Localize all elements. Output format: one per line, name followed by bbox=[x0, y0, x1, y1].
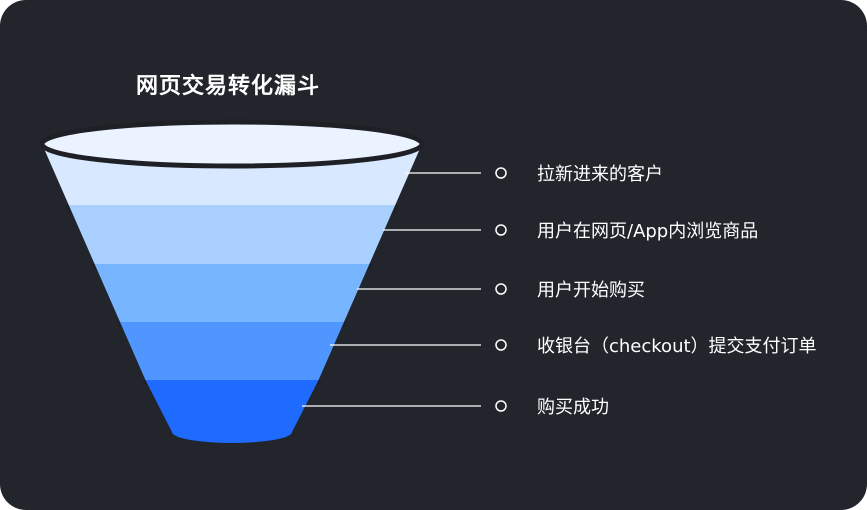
bullet-circle-5 bbox=[495, 400, 507, 412]
stage-label-3: 用户开始购买 bbox=[537, 280, 645, 301]
stage-label-2: 用户在网页/App内浏览商品 bbox=[537, 221, 759, 242]
funnel-top-rim bbox=[39, 119, 425, 169]
stage-label-1: 拉新进来的客户 bbox=[537, 164, 663, 185]
bullet-circle-2 bbox=[495, 224, 507, 236]
bullet-circle-3 bbox=[495, 283, 507, 295]
funnel-layer-3 bbox=[94, 264, 370, 338]
diagram-title: 网页交易转化漏斗 bbox=[136, 74, 321, 99]
funnel-layer-2 bbox=[68, 205, 396, 282]
bullet-circle-4 bbox=[495, 339, 507, 351]
funnel-layer-5 bbox=[145, 380, 319, 443]
funnel-layer-4 bbox=[120, 322, 344, 394]
bullet-circle-1 bbox=[495, 167, 507, 179]
stage-label-4: 收银台（checkout）提交支付订单 bbox=[537, 336, 817, 357]
stage-label-5: 购买成功 bbox=[537, 397, 609, 418]
